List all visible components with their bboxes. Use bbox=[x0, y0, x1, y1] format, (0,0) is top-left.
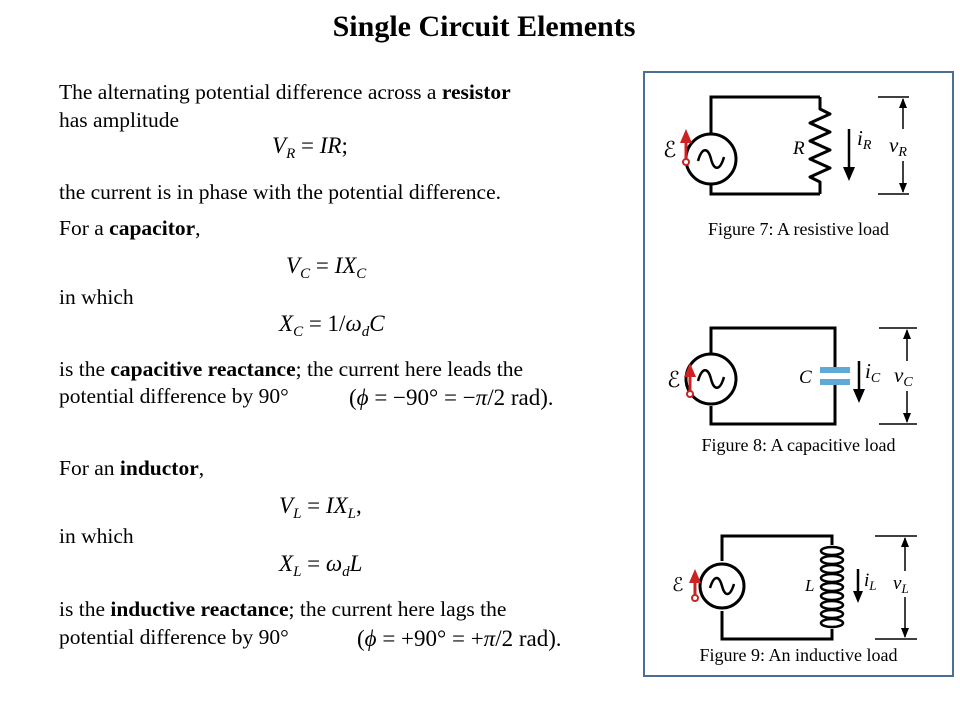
inductive-reactance-equation: XL = ωdL bbox=[279, 551, 363, 580]
inductor-voltage-equation: VL = IXL, bbox=[279, 493, 362, 522]
voltage-label: vR bbox=[889, 133, 907, 160]
resistor-text-line1: The alternating potential difference acr… bbox=[59, 80, 511, 104]
voltage-label: vC bbox=[894, 363, 913, 390]
inductor-coil bbox=[819, 545, 845, 629]
emf-label: ℰ bbox=[672, 574, 684, 596]
inductive-reactance-term: inductive reactance bbox=[110, 597, 289, 621]
inductor-in-which: in which bbox=[59, 524, 134, 548]
resistive-circuit-diagram: ℰ R iR vR bbox=[663, 95, 909, 196]
capacitor-reactance-text: is the capacitive reactance; the current… bbox=[59, 357, 524, 381]
resistor-text-pre: The alternating potential difference acr… bbox=[59, 80, 442, 104]
inductor-phase-equation: (ϕ = +90° = +π/2 rad). bbox=[357, 626, 562, 651]
resistor-term: resistor bbox=[441, 80, 511, 104]
emf-label: ℰ bbox=[667, 368, 680, 393]
capacitive-reactance-term: capacitive reactance bbox=[110, 357, 296, 381]
figures-panel: ℰ R iR vR Figure 7: A resistive load ℰ C… bbox=[643, 71, 954, 677]
element-label: R bbox=[792, 138, 805, 159]
resistor-text-line2: has amplitude bbox=[59, 108, 180, 132]
capacitor-phase-equation: (ϕ = −90° = −π/2 rad). bbox=[349, 385, 554, 410]
resistor-equation: VR = IR; bbox=[272, 133, 348, 162]
figure-7-caption: Figure 7: A resistive load bbox=[708, 219, 889, 239]
capacitor-voltage-equation: VC = IXC bbox=[286, 253, 367, 282]
capacitor-intro: For a capacitor, bbox=[59, 216, 201, 240]
inductor-term: inductor bbox=[119, 456, 199, 480]
page-title: Single Circuit Elements bbox=[332, 10, 636, 43]
inductor-intro: For an inductor, bbox=[59, 456, 205, 480]
capacitor-phase-line: potential difference by 90° bbox=[59, 384, 289, 408]
inductor-phase-line: potential difference by 90° bbox=[59, 625, 289, 649]
inductive-circuit-diagram: ℰ L iL vL bbox=[672, 534, 917, 641]
figure-9-caption: Figure 9: An inductive load bbox=[699, 645, 898, 665]
element-label: C bbox=[799, 367, 812, 388]
current-label: iC bbox=[865, 359, 881, 386]
voltage-label: vL bbox=[893, 573, 909, 596]
resistor-phase-text: the current is in phase with the potenti… bbox=[59, 180, 501, 204]
current-label: iL bbox=[864, 570, 877, 593]
emf-label: ℰ bbox=[663, 138, 676, 163]
capacitor-term: capacitor bbox=[109, 216, 196, 240]
current-label: iR bbox=[857, 126, 872, 153]
capacitor-in-which: in which bbox=[59, 285, 134, 309]
capacitive-circuit-diagram: ℰ C iC vC bbox=[667, 326, 917, 426]
element-label: L bbox=[804, 576, 814, 595]
capacitive-reactance-equation: XC = 1/ωdC bbox=[279, 311, 385, 340]
figure-8-caption: Figure 8: A capacitive load bbox=[701, 435, 896, 455]
inductor-reactance-text: is the inductive reactance; the current … bbox=[59, 597, 507, 621]
